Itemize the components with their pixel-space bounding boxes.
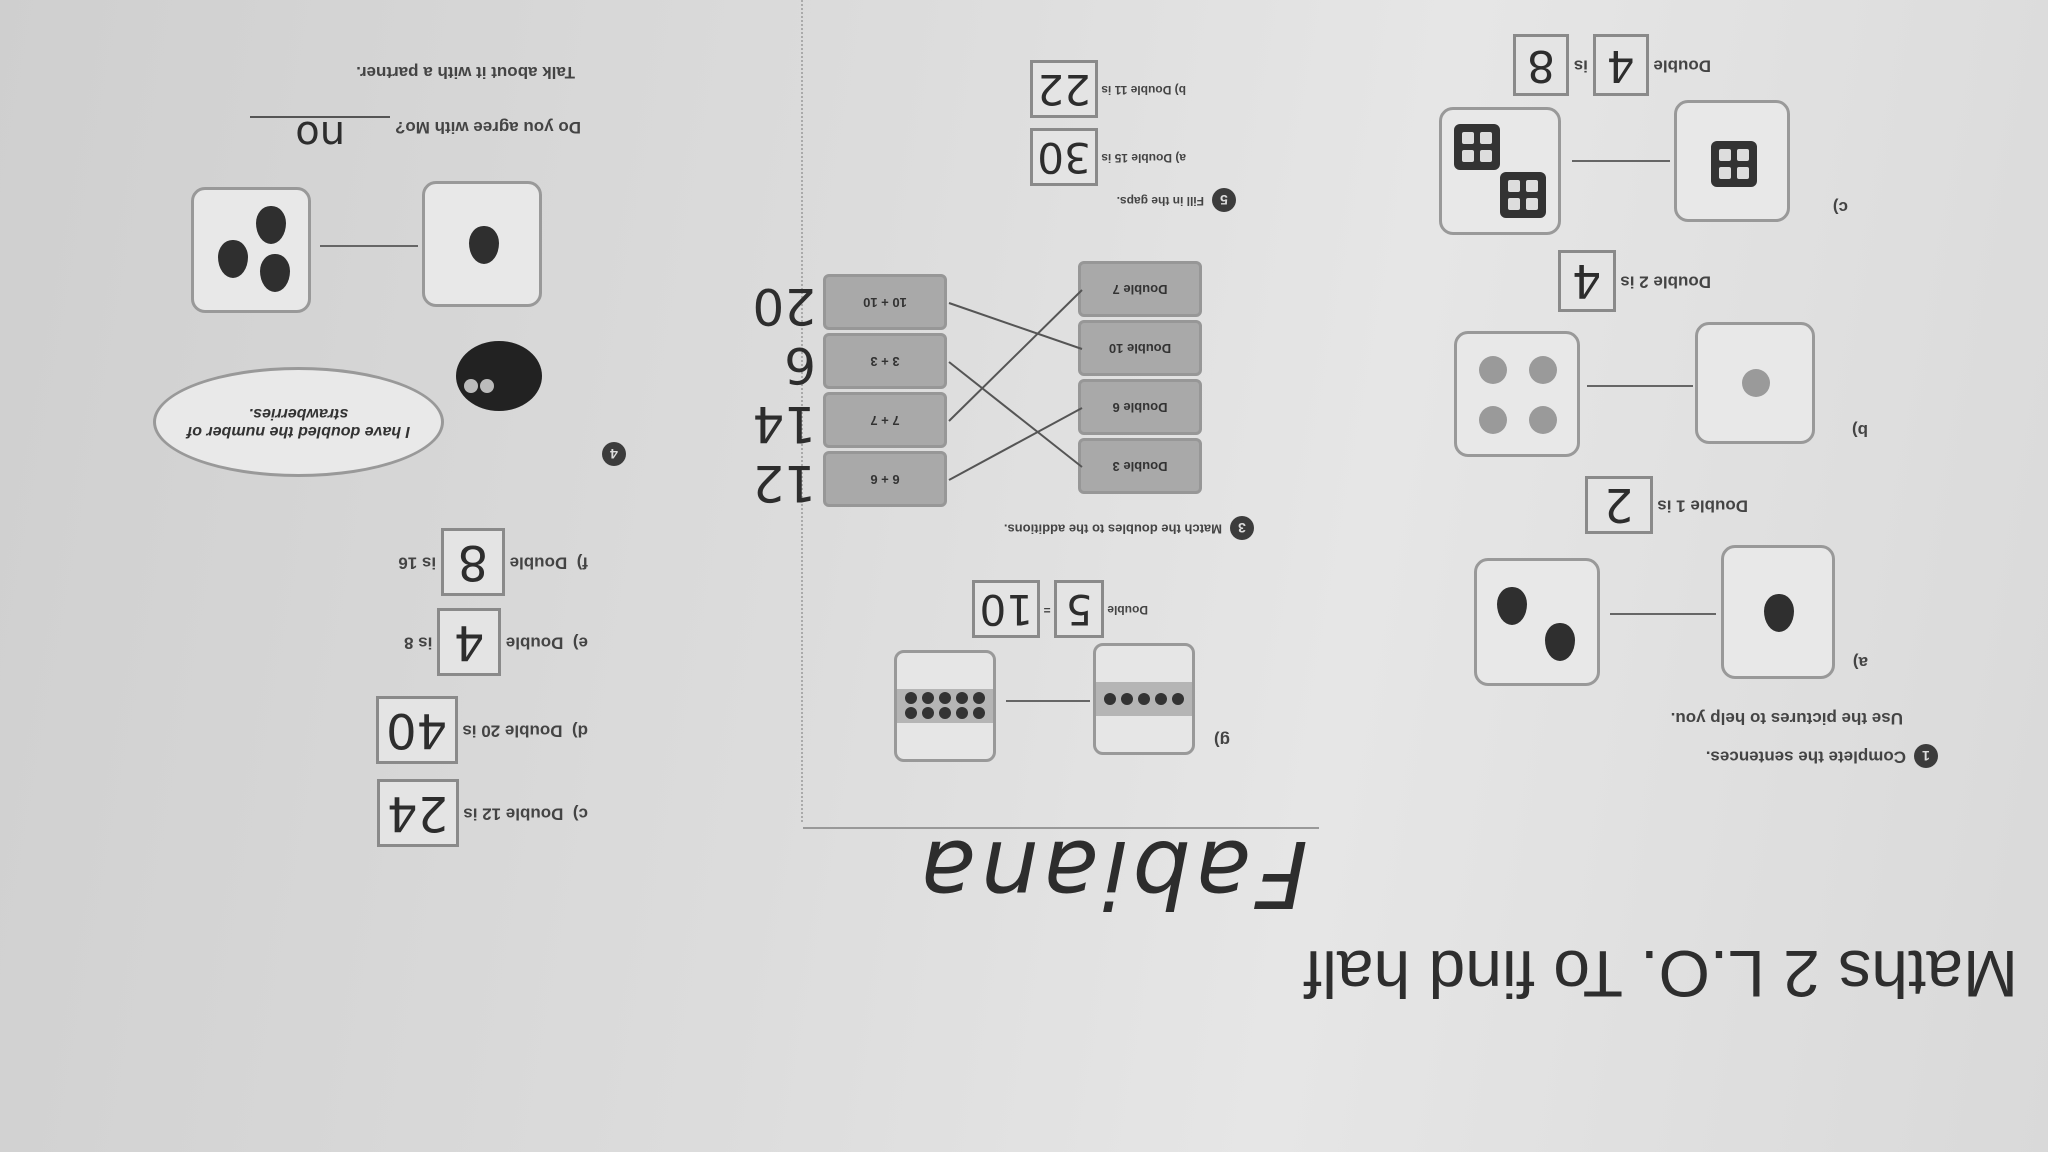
arrow-line: [320, 245, 418, 247]
match-line: [948, 407, 1083, 481]
handwritten-answer: 12: [752, 454, 816, 512]
q5b-label: b): [1174, 82, 1186, 97]
section5-heading: 5 Fill in the gaps.: [1117, 188, 1236, 212]
handwritten-answer: 20: [752, 277, 816, 335]
q5a-text: Double 15 is: [1101, 150, 1172, 165]
section4-heading: 4: [594, 442, 626, 466]
match-line: [948, 361, 1083, 468]
section5-instruction: Fill in the gaps.: [1116, 193, 1204, 208]
speech-bubble: I have doubled the number of strawberrie…: [153, 367, 444, 477]
match-line: [948, 289, 1083, 422]
section-number: 4: [602, 442, 626, 466]
strawberry-icon: [260, 254, 290, 292]
q4-question-text: Do you agree with Mo?: [394, 118, 581, 137]
q5b-answer-box[interactable]: 22: [1029, 60, 1098, 118]
one-strawberry-picture: [422, 181, 542, 307]
handwritten-answer: 14: [752, 395, 816, 453]
q4-answer-line[interactable]: no: [250, 112, 391, 158]
q4-question: Do you agree with Mo? no: [250, 112, 581, 158]
section-number: 5: [1212, 188, 1236, 212]
q5a-answer-box[interactable]: 30: [1029, 128, 1098, 186]
three-strawberries-picture: [191, 187, 311, 313]
match-handwritten-answers: 12 14 6 20: [752, 276, 816, 512]
strawberry-icon: [469, 226, 499, 264]
q5a-label: a): [1175, 150, 1186, 165]
strawberry-icon: [218, 240, 248, 278]
q4-prompt: Talk about it with a partner.: [356, 63, 575, 82]
q5b-sentence: b) Double 11 is 22: [1029, 60, 1186, 118]
match-line: [948, 302, 1083, 350]
strawberry-icon: [256, 206, 286, 244]
q5b-text: Double 11 is: [1101, 82, 1172, 97]
handwritten-answer: 6: [784, 336, 816, 394]
mo-character-icon: [456, 341, 542, 411]
q5a-sentence: a) Double 15 is 30: [1029, 128, 1186, 186]
